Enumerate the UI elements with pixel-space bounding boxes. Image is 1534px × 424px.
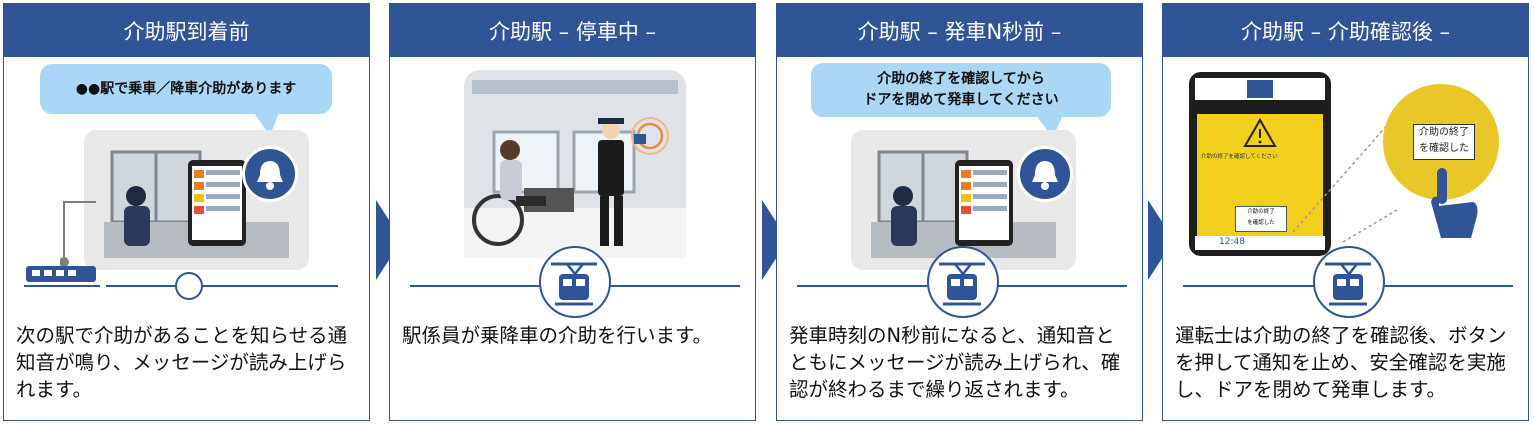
pointing-hand-icon <box>1431 168 1478 238</box>
step-panel-4: 介助駅 – 介助確認後 – 介助の終了を確認してください 介助の終了 を確認した… <box>1162 3 1529 421</box>
station-assistance-illustration <box>464 70 686 258</box>
step-1-title: 介助駅到着前 <box>4 4 369 57</box>
alert-message: 介助の終了を確認してください <box>1201 154 1278 160</box>
step-panel-2: 介助駅 – 停車中 – 駅係員が乗降車の介助を行います。 <box>389 3 756 421</box>
step-3-description: 発車時刻のN秒前になると、通知音とともにメッセージが読み上げられ、確認が終わるま… <box>789 324 1121 401</box>
zoom-confirm-button: 介助の終了 を確認した <box>1413 124 1475 160</box>
zoom-circle: 介助の終了 を確認した <box>1383 84 1499 200</box>
station-marker <box>175 272 203 300</box>
step-1-description: 次の駅で介助があることを知らせる通知音が鳴り、メッセージが読み上げられます。 <box>16 324 348 401</box>
notification-bubble: 介助の終了を確認してから ドアを閉めて発車してください <box>811 63 1111 117</box>
bell-icon <box>242 146 298 202</box>
train-pantograph-icon <box>539 246 611 318</box>
step-3-title: 介助駅 – 発車N秒前 – <box>777 4 1142 57</box>
notification-text-line-2: ドアを閉めて発車してください <box>863 92 1059 108</box>
tablet-confirm-button[interactable]: 介助の終了 を確認した <box>1235 206 1287 232</box>
notification-text-line-1: 介助の終了を確認してから <box>877 71 1045 87</box>
bubble-tail <box>1035 114 1063 138</box>
notification-text: ●●駅で乗車／降車介助があります <box>75 81 297 97</box>
tablet-device: 介助の終了を確認してください 介助の終了 を確認した 12:48 <box>1189 72 1331 256</box>
bubble-tail <box>252 110 280 136</box>
zoom-callout-lines <box>1292 113 1398 243</box>
notification-bubble: ●●駅で乗車／降車介助があります <box>40 64 332 114</box>
bell-icon <box>1017 146 1073 202</box>
track-line <box>106 285 338 287</box>
train-pantograph-icon <box>927 246 999 318</box>
step-4-description: 運転士は介助の終了を確認後、ボタンを押して通知を止め、安全確認を実施し、ドアを閉… <box>1175 324 1507 401</box>
warning-icon <box>1243 118 1277 147</box>
step-panel-3: 介助駅 – 発車N秒前 – 介助の終了を確認してから ドアを閉めて発車してくださ… <box>776 3 1143 421</box>
tablet-header <box>1195 78 1325 100</box>
track-line-connector <box>60 201 96 267</box>
step-2-description: 駅係員が乗降車の介助を行います。 <box>402 324 713 347</box>
alert-panel: 介助の終了を確認してください 介助の終了 を確認した <box>1197 114 1323 236</box>
step-4-title: 介助駅 – 介助確認後 – <box>1163 4 1528 57</box>
train-icon <box>24 266 100 287</box>
train-pantograph-icon <box>1313 246 1385 318</box>
step-panel-1: 介助駅到着前 ●●駅で乗車／降車介助があります 次の駅で介助があることを知らせる… <box>3 3 370 421</box>
tablet-footer: 12:48 <box>1195 236 1325 250</box>
step-2-title: 介助駅 – 停車中 – <box>390 4 755 57</box>
clock-readout: 12:48 <box>1219 237 1245 247</box>
